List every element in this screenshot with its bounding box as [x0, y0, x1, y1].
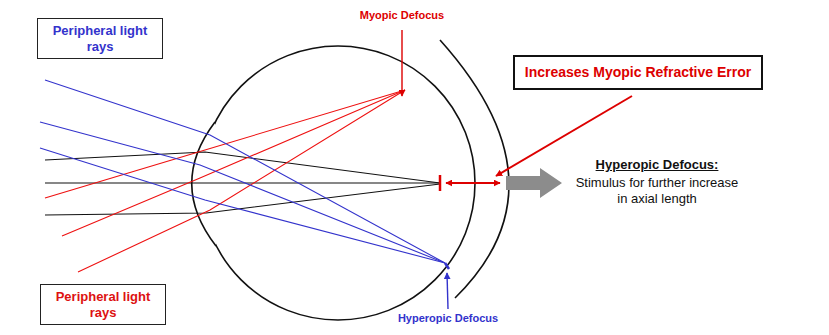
light-ray: [45, 90, 405, 198]
defocus-label: Myopic Defocus: [360, 9, 444, 23]
leader-arrow: [401, 30, 402, 96]
cornea-outline: [192, 122, 216, 246]
box-text: Peripheral light rays: [51, 289, 155, 320]
light-ray: [62, 90, 405, 236]
light-ray: [45, 152, 440, 183]
light-ray: [40, 148, 445, 263]
red-peripheral-rays: [45, 90, 405, 272]
focus-mark: [439, 175, 442, 191]
callout-box: Increases Myopic Refractive Error: [513, 55, 763, 90]
leader-arrow: [447, 273, 448, 309]
callout-box: Peripheral light rays: [40, 284, 166, 325]
light-ray: [45, 80, 445, 263]
box-text: Peripheral light rays: [48, 23, 152, 54]
callout-box: Peripheral light rays: [37, 18, 163, 59]
box-text: Increases Myopic Refractive Error: [525, 64, 751, 81]
light-ray: [45, 182, 440, 183]
growth-arrow: [506, 168, 562, 198]
defocus-label: Hyperopic Defocus: [398, 312, 498, 326]
light-ray: [40, 122, 445, 263]
defocus-distance-arrow: [446, 182, 500, 184]
elongated-retina-arc: [440, 40, 509, 298]
cornea-fill: [192, 122, 216, 246]
focus-mark: [445, 263, 449, 269]
light-ray: [78, 90, 405, 272]
central-rays: [45, 152, 440, 215]
blue-peripheral-rays: [40, 80, 445, 263]
note-heading: Hyperopic Defocus:: [596, 157, 719, 173]
note-text: Stimulus for further increase in axial l…: [573, 175, 741, 208]
